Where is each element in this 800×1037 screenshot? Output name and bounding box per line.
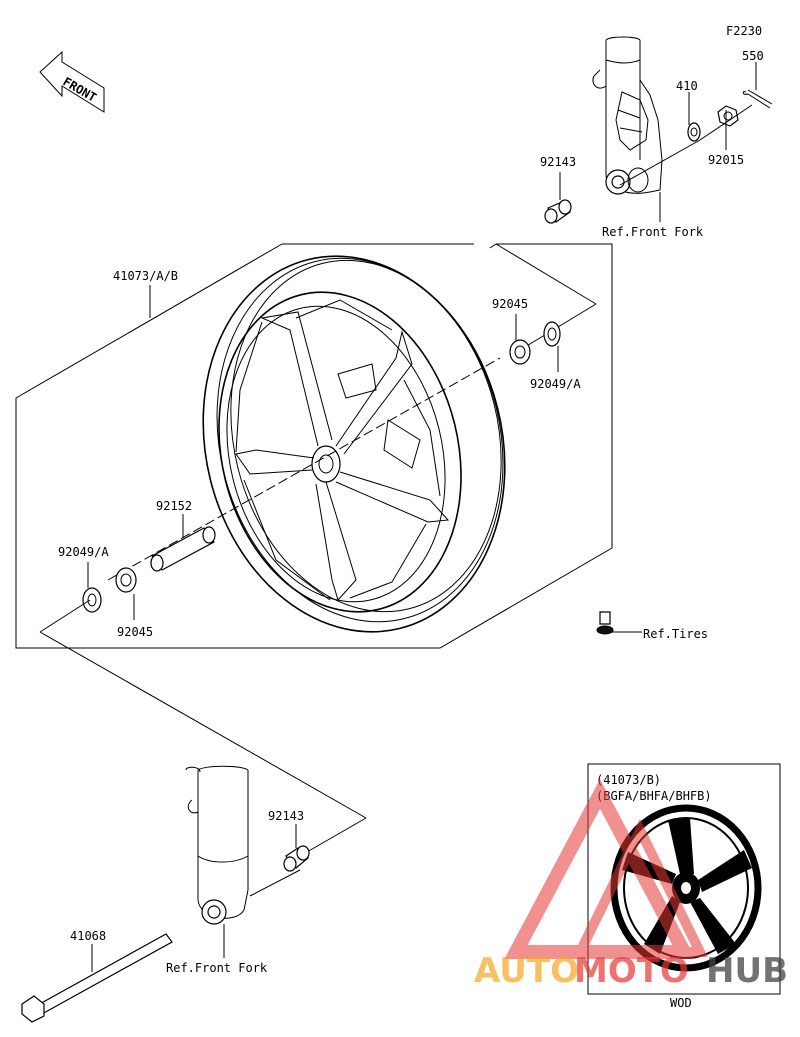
bearing-92045-right: [509, 339, 531, 365]
label-92143-top: 92143: [540, 155, 576, 169]
label-ref-front-fork-bottom: Ref.Front Fork: [166, 961, 268, 975]
washer-410: [687, 122, 701, 142]
label-ref-front-fork-top: Ref.Front Fork: [602, 225, 704, 239]
front-fork-bottom: [185, 765, 249, 925]
front-fork-top: [592, 36, 663, 195]
label-92045-right: 92045: [492, 297, 528, 311]
collar-92143-bottom: [283, 845, 310, 872]
label-92152: 92152: [156, 499, 192, 513]
watermark-text-moto: MOTO: [574, 951, 689, 991]
label-550: 550: [742, 49, 764, 63]
cotter-pin-550: [742, 89, 773, 109]
label-410: 410: [676, 79, 698, 93]
label-92015: 92015: [708, 153, 744, 167]
watermark-logo: [504, 779, 709, 959]
nut-92015: [717, 105, 739, 127]
seal-92049-right: [543, 321, 561, 347]
label-92143-bottom: 92143: [268, 809, 304, 823]
label-ref-tires: Ref.Tires: [643, 627, 708, 641]
label-92049-left: 92049/A: [58, 545, 109, 559]
axle-41068: [21, 933, 173, 1023]
bearing-92045-left: [115, 567, 137, 593]
inset-line1: (41073/B): [596, 773, 661, 787]
diagram-code: F2230: [726, 24, 762, 38]
valve-icon: [596, 611, 614, 635]
label-41073: 41073/A/B: [113, 269, 178, 283]
label-41068: 41068: [70, 929, 106, 943]
inset-line2: (BGFA/BHFA/BHFB): [596, 789, 712, 803]
front-label: FRONT: [61, 74, 99, 104]
watermark-text-auto: AUTO: [474, 951, 579, 991]
front-wheel: [202, 255, 506, 633]
label-92045-left: 92045: [117, 625, 153, 639]
inset-caption: WOD: [670, 996, 692, 1010]
collar-92143-top: [544, 199, 572, 224]
spacer-92152: [150, 526, 216, 572]
seal-92049-left: [82, 587, 102, 613]
front-arrow-icon: FRONT: [39, 50, 105, 113]
label-92049-right: 92049/A: [530, 377, 581, 391]
watermark-text-hub: HUB: [706, 951, 788, 991]
